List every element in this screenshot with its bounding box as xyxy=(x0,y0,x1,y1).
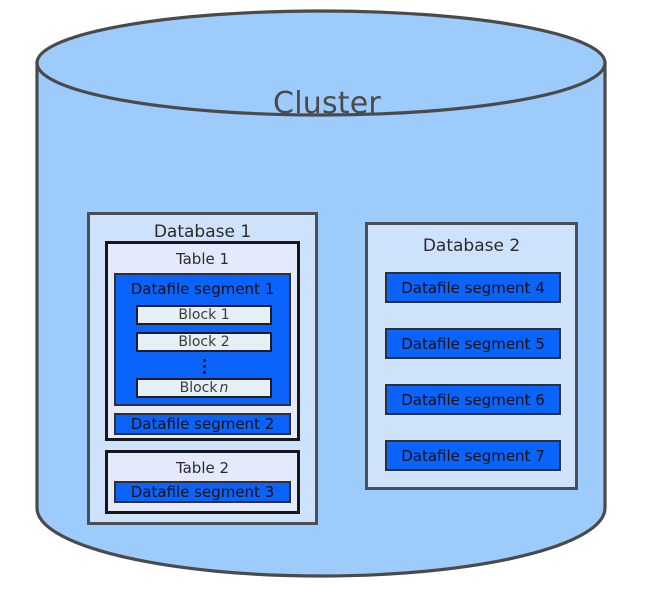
cluster-title: Cluster xyxy=(273,86,381,121)
datafile-segment-7[interactable]: Datafile segment 7 xyxy=(385,440,561,471)
datafile-segment-5-label: Datafile segment 5 xyxy=(401,334,545,353)
block-2-label: Block 2 xyxy=(178,334,230,350)
datafile-segment-1-label: Datafile segment 1 xyxy=(130,280,275,298)
datafile-segment-5[interactable]: Datafile segment 5 xyxy=(385,328,561,359)
table-1-title: Table 1 xyxy=(175,250,230,268)
block-2[interactable]: Block 2 xyxy=(136,332,272,352)
datafile-segment-2[interactable]: Datafile segment 2 xyxy=(114,413,291,435)
datafile-segment-3-label: Datafile segment 3 xyxy=(130,483,275,501)
datafile-segment-4-label: Datafile segment 4 xyxy=(401,278,545,297)
cylinder-top-ellipse xyxy=(35,9,607,117)
table-2-title: Table 2 xyxy=(175,459,230,477)
datafile-segment-7-label: Datafile segment 7 xyxy=(401,446,545,465)
block-1[interactable]: Block 1 xyxy=(136,305,272,325)
datafile-segment-6-label: Datafile segment 6 xyxy=(401,390,545,409)
block-1-label: Block 1 xyxy=(178,307,230,323)
datafile-segment-2-label: Datafile segment 2 xyxy=(130,415,275,433)
block-n-label: Block xyxy=(179,380,218,396)
block-n-suffix: n xyxy=(219,380,229,396)
database-1-title: Database 1 xyxy=(153,222,252,242)
datafile-segment-4[interactable]: Datafile segment 4 xyxy=(385,272,561,303)
block-ellipsis-icon xyxy=(136,356,272,376)
datafile-segment-3[interactable]: Datafile segment 3 xyxy=(114,481,291,503)
database-2-title: Database 2 xyxy=(422,236,521,256)
datafile-segment-6[interactable]: Datafile segment 6 xyxy=(385,384,561,415)
